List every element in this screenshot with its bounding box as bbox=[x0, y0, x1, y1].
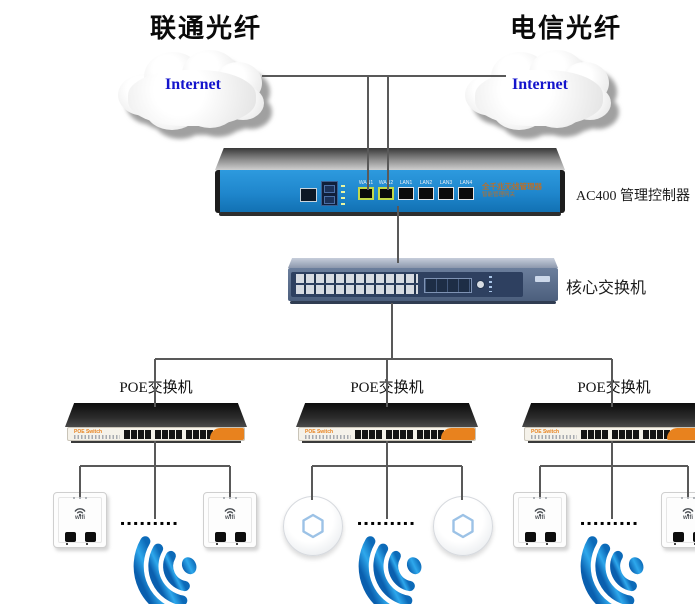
ap-leds bbox=[204, 497, 256, 499]
lan2-port bbox=[418, 187, 434, 200]
ac400-label: AC400 管理控制器 bbox=[576, 189, 690, 204]
port-label-lan3: LAN3 bbox=[439, 180, 453, 186]
rj45-ports bbox=[581, 430, 670, 439]
telecom-fiber-label: 电信光纤 bbox=[509, 14, 622, 43]
wall-ap: wifi bbox=[53, 492, 107, 548]
port-label-lan1: LAN1 bbox=[399, 180, 413, 186]
switch-front-panel: POE Switch bbox=[298, 427, 476, 441]
chassis-top bbox=[522, 403, 695, 427]
ap-leds bbox=[54, 497, 106, 499]
usb-ports bbox=[321, 181, 338, 206]
hexagon-logo bbox=[302, 513, 324, 539]
internet-cloud-left: Internet bbox=[118, 50, 268, 138]
ceiling-ap bbox=[283, 496, 343, 556]
wifi-signal-icon bbox=[580, 536, 644, 604]
ceiling-ap bbox=[433, 496, 493, 556]
rj45-jack bbox=[544, 532, 556, 545]
poe-switch-label-center: POE交换机 bbox=[350, 380, 424, 396]
rj45-jack bbox=[84, 532, 96, 545]
internet-cloud-right: Internet bbox=[465, 50, 615, 138]
status-leds bbox=[489, 276, 492, 292]
lan4-port bbox=[458, 187, 474, 200]
chassis-base bbox=[528, 441, 695, 443]
lan3-port bbox=[438, 187, 454, 200]
lan1-port bbox=[398, 187, 414, 200]
port-label-lan4: LAN4 bbox=[459, 180, 473, 186]
switch-front-panel: POE Switch bbox=[67, 427, 245, 441]
chassis-shadow bbox=[219, 212, 561, 216]
rj45-ports-row1 bbox=[296, 274, 418, 283]
led-matrix bbox=[74, 435, 120, 439]
poe-switch-label-left: POE交换机 bbox=[119, 380, 193, 396]
rj45-ports bbox=[355, 430, 444, 439]
ethernet-jacks bbox=[662, 532, 695, 545]
ap-leds bbox=[514, 497, 566, 499]
led-matrix bbox=[531, 435, 577, 439]
more-devices-ellipsis: ▪▪▪▪▪▪▪▪▪ bbox=[580, 520, 640, 527]
rj45-jack bbox=[524, 532, 536, 545]
wifi-text: wifi bbox=[225, 515, 235, 521]
rj45-ports-row2 bbox=[296, 285, 418, 294]
chassis-top bbox=[65, 403, 247, 427]
rj45-jack bbox=[692, 532, 695, 545]
wifi-signal-icon bbox=[358, 536, 422, 604]
unicom-fiber-label: 联通光纤 bbox=[149, 14, 262, 43]
core-switch-device bbox=[288, 258, 558, 305]
hexagon-logo bbox=[452, 513, 474, 539]
poe-switch-left: POE Switch bbox=[65, 403, 247, 445]
chassis-top bbox=[296, 403, 478, 427]
wall-ap: wifi bbox=[203, 492, 257, 548]
console-port bbox=[476, 280, 485, 289]
controller-front-panel: WAN1 WAN2 LAN1 LAN2 LAN3 LAN4 全千兆无线管理器 智… bbox=[215, 170, 565, 213]
ethernet-jacks bbox=[54, 532, 106, 545]
chassis-base bbox=[290, 301, 556, 304]
orange-end-cap bbox=[667, 428, 695, 440]
rj45-ports bbox=[124, 430, 213, 439]
port-label-wan2: WAN2 bbox=[378, 180, 394, 186]
rj45-jack bbox=[214, 532, 226, 545]
poe-switch-right: POE Switch bbox=[522, 403, 695, 445]
controller-panel-text: 全千兆无线管理器 智能管理网关 bbox=[482, 182, 566, 198]
more-devices-ellipsis: ▪▪▪▪▪▪▪▪▪ bbox=[357, 520, 417, 527]
chassis-top bbox=[215, 148, 565, 170]
wifi-signal-icon bbox=[133, 536, 197, 604]
wall-ap: wifi bbox=[513, 492, 567, 548]
wall-ap: wifi bbox=[661, 492, 695, 548]
rj45-jack bbox=[234, 532, 246, 545]
chassis-base bbox=[71, 441, 241, 443]
switch-front-panel: POE Switch bbox=[524, 427, 695, 441]
ethernet-jacks bbox=[514, 532, 566, 545]
orange-end-cap bbox=[210, 428, 244, 440]
sfp-slots bbox=[424, 278, 472, 293]
internet-label: Internet bbox=[512, 76, 568, 93]
chassis-top bbox=[288, 258, 558, 268]
poe-switch-center: POE Switch bbox=[296, 403, 478, 445]
ap-leds bbox=[662, 497, 695, 499]
status-leds bbox=[341, 185, 345, 205]
port-label-lan2: LAN2 bbox=[419, 180, 433, 186]
wan1-port bbox=[358, 187, 374, 200]
more-devices-ellipsis: ▪▪▪▪▪▪▪▪▪ bbox=[120, 520, 180, 527]
internet-label: Internet bbox=[165, 76, 221, 93]
wifi-text: wifi bbox=[535, 515, 545, 521]
ac400-controller-device: WAN1 WAN2 LAN1 LAN2 LAN3 LAN4 全千兆无线管理器 智… bbox=[215, 148, 565, 216]
wan2-port bbox=[378, 187, 394, 200]
panel-subtitle: 智能管理网关 bbox=[482, 191, 516, 198]
poe-switch-label-right: POE交换机 bbox=[577, 380, 651, 396]
rj45-jack bbox=[672, 532, 684, 545]
console-port bbox=[300, 188, 317, 202]
panel-title: 全千兆无线管理器 bbox=[482, 182, 542, 191]
wifi-text: wifi bbox=[75, 515, 85, 521]
wifi-text: wifi bbox=[683, 515, 693, 521]
core-switch-label: 核心交换机 bbox=[566, 280, 647, 297]
led-matrix bbox=[305, 435, 351, 439]
port-label-wan1: WAN1 bbox=[358, 180, 374, 186]
ethernet-jacks bbox=[204, 532, 256, 545]
rj45-jack bbox=[64, 532, 76, 545]
chassis-base bbox=[302, 441, 472, 443]
orange-end-cap bbox=[441, 428, 475, 440]
brand-logo bbox=[535, 276, 550, 282]
